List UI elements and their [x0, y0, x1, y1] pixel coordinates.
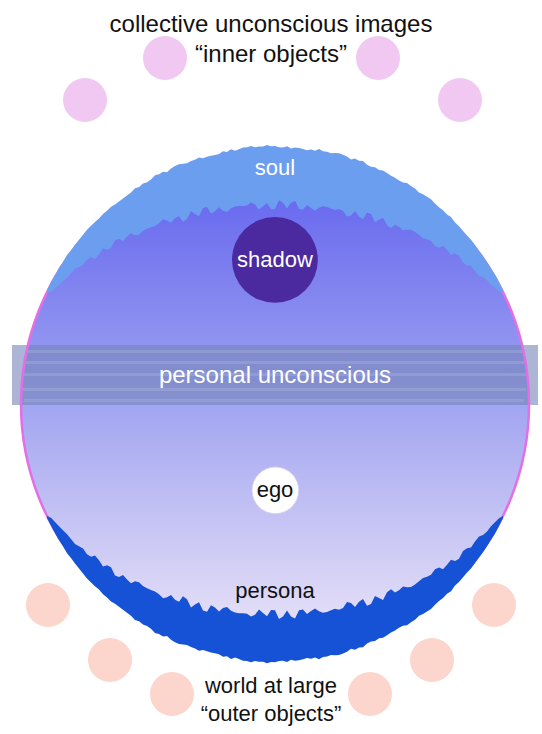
inner-object-dot	[63, 78, 107, 122]
inner-object-dot	[438, 78, 482, 122]
ego-circle: ego	[251, 466, 300, 515]
persona-band: persona	[47, 516, 503, 663]
caption-label: collective unconscious images	[110, 10, 433, 38]
inner-object-dot	[356, 36, 400, 80]
ego-disc	[252, 467, 299, 514]
outer-object-dot	[88, 638, 132, 682]
shadow-circle: shadow	[231, 216, 319, 304]
outer-object-dot	[348, 672, 392, 716]
band-streak	[24, 399, 524, 402]
shadow-disc	[232, 217, 318, 303]
inner-object-dot	[143, 36, 187, 80]
caption-label: world at large	[205, 673, 337, 698]
psyche-circle: personal unconscious soul shadow ego persona	[21, 150, 529, 658]
outer-object-dot	[410, 638, 454, 682]
caption-label: “outer objects”	[201, 701, 342, 726]
inner-object-dots	[63, 36, 482, 122]
circle-label: ego	[257, 477, 294, 502]
band-label: persona	[235, 578, 315, 603]
band-label: soul	[255, 155, 295, 180]
personal-unconscious-band	[12, 345, 538, 405]
circle-label: shadow	[237, 247, 313, 272]
caption-label: “inner objects”	[195, 40, 347, 68]
outer-object-dot	[472, 583, 516, 627]
region-label: personal unconscious	[159, 361, 391, 389]
band-streak	[12, 350, 532, 353]
band-fill	[12, 345, 538, 405]
persona-band	[47, 516, 503, 663]
band-streak	[21, 388, 526, 391]
outer-object-dot	[150, 672, 194, 716]
outer-object-dot	[26, 583, 70, 627]
